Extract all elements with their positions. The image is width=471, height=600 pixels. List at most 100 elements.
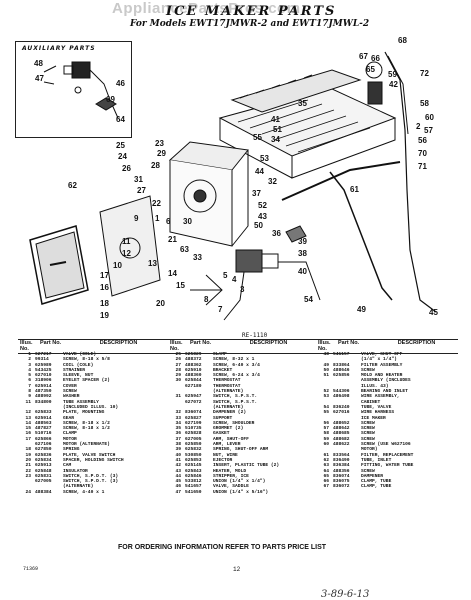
description-cell: SCREW, 8-18 x 5/8 xyxy=(63,357,110,363)
callout-6: 6 xyxy=(166,217,171,226)
part-no-cell: 625833 xyxy=(35,410,52,416)
ordering-footer: FOR ORDERING INFORMATION REFER TO PARTS … xyxy=(118,544,327,551)
description-cell: (1/4" x 1/4") xyxy=(361,357,397,363)
description-cell: WIRE HARNESS xyxy=(361,410,395,416)
part-no-cell: 625843 xyxy=(185,468,202,474)
description-cell: INSERT, PLASTIC TUBE (2) xyxy=(213,463,280,469)
table-row: ILLUS. 43) xyxy=(318,384,463,389)
header-description: DESCRIPTION xyxy=(99,340,138,346)
description-cell: SCREW xyxy=(361,436,375,442)
part-no-cell: 625829 xyxy=(185,352,202,357)
illus-no-cell: 25 xyxy=(175,352,181,357)
description-cell: FILTER, REPLACEMENT xyxy=(361,452,414,458)
description-cell: DAMPENER (2) xyxy=(213,410,247,416)
illus-no-cell: 30 xyxy=(175,378,181,384)
header-part-no: Part No. xyxy=(190,340,212,346)
callout-43: 43 xyxy=(258,212,267,221)
illus-no-cell: 21 xyxy=(25,463,31,469)
illus-no-cell: 5 xyxy=(28,373,31,379)
description-cell: WIRE ASSEMBLY, xyxy=(361,394,400,400)
part-no-cell: 541157 xyxy=(333,352,350,357)
part-no-cell: 625832 xyxy=(185,447,202,453)
callout-51: 51 xyxy=(273,125,282,134)
illus-no-cell: 20 xyxy=(25,457,31,463)
callout-28: 28 xyxy=(151,161,160,170)
figure-code: RE-1110 xyxy=(242,332,268,339)
auxiliary-parts-box xyxy=(15,41,132,138)
description-cell: SCREW, 8-18 x 1/2 xyxy=(63,426,110,432)
illus-no-cell: 14 xyxy=(25,420,31,426)
illus-no-cell: 32 xyxy=(175,410,181,416)
callout-32: 32 xyxy=(268,177,277,186)
callout-68: 68 xyxy=(398,36,407,45)
part-no-cell: 625914 xyxy=(35,383,52,389)
auxiliary-parts-label: AUXILIARY PARTS xyxy=(22,45,96,52)
part-no-cell: 488685 xyxy=(333,431,350,437)
illus-no-cell: 65 xyxy=(323,473,329,479)
illus-no-cell: 35 xyxy=(175,426,181,432)
part-no-cell: 627180 xyxy=(185,383,202,389)
part-no-cell: 833564 xyxy=(333,452,350,458)
illus-no-cell: 53 xyxy=(323,394,329,400)
part-no-cell: 488652 xyxy=(333,420,350,426)
part-no-cell: 99314 xyxy=(35,357,49,363)
callout-56: 56 xyxy=(418,136,427,145)
part-no-cell: 625914 xyxy=(35,415,52,421)
part-no-cell: 625989 xyxy=(35,362,52,368)
description-cell: FITTING, WATER TUBE xyxy=(361,463,414,469)
table-row: (ALTERNATE) xyxy=(20,484,165,489)
description-cell: SPRING xyxy=(63,447,80,453)
description-cell: ILLUS. 43) xyxy=(361,383,389,389)
callout-9: 9 xyxy=(134,214,139,223)
illus-no-cell: 38 xyxy=(175,442,181,448)
description-cell: FILTER ASSEMBLY xyxy=(361,362,403,368)
description-cell: SPACER, HOLDING SWITCH xyxy=(63,457,124,463)
description-cell: SWITCH, S.P.S.T. xyxy=(213,394,258,400)
description-cell: SWITCH, S.P.D.T. (3) xyxy=(63,479,119,485)
part-no-cell: 530850 xyxy=(185,452,202,458)
callout-30: 30 xyxy=(183,217,192,226)
illus-no-cell: 11 xyxy=(25,399,31,405)
part-no-cell: 627005 xyxy=(35,479,52,485)
callout-67: 67 xyxy=(359,52,368,61)
header-part-no: Part No. xyxy=(338,340,360,346)
callout-3: 3 xyxy=(240,285,245,294)
callout-15: 15 xyxy=(176,281,185,290)
part-no-cell: 625145 xyxy=(185,463,202,469)
illus-no-cell: 41 xyxy=(175,457,181,463)
part-no-cell: 488682 xyxy=(333,436,350,442)
illus-no-cell: 61 xyxy=(323,452,329,458)
callout-40: 40 xyxy=(298,267,307,276)
illus-no-cell: 42 xyxy=(175,463,181,469)
callout-24: 24 xyxy=(118,152,127,161)
callout-37: 37 xyxy=(252,189,261,198)
callout-38: 38 xyxy=(298,249,307,258)
description-cell: TUBE, VALVE xyxy=(361,404,392,410)
description-cell: STRIPPER, ICE xyxy=(213,473,249,479)
callout-17: 17 xyxy=(100,271,109,280)
callout-8: 8 xyxy=(204,295,209,304)
part-no-cell: 533812 xyxy=(185,479,202,485)
part-no-cell: 627072 xyxy=(185,399,202,405)
callout-52: 52 xyxy=(258,201,267,210)
illus-no-cell: 3 xyxy=(28,362,31,368)
